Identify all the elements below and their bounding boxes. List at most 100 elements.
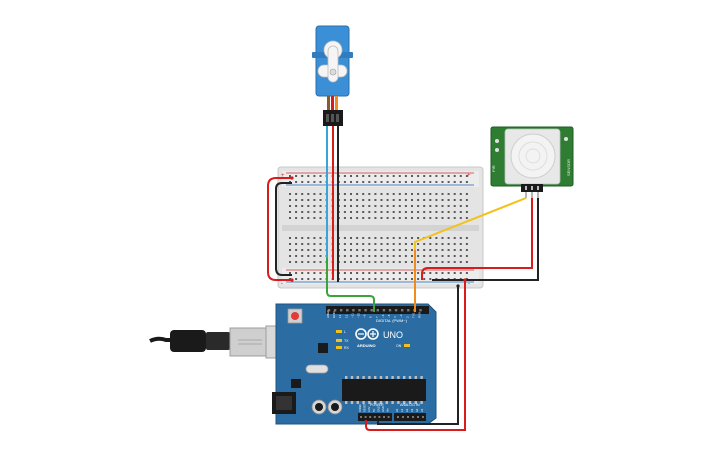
breadboard-hole <box>429 211 432 213</box>
breadboard-hole <box>392 249 395 251</box>
breadboard-hole <box>301 255 304 257</box>
breadboard-hole <box>447 249 450 251</box>
breadboard-hole <box>404 243 407 245</box>
rail-hole <box>392 272 395 274</box>
pir-dome <box>510 133 556 179</box>
rail-hole <box>319 181 322 183</box>
chip-leg <box>362 401 365 404</box>
chip-leg <box>374 376 377 379</box>
breadboard-hole <box>374 261 377 263</box>
wire-pir-gnd-black <box>432 198 539 281</box>
rail-hole <box>417 272 420 274</box>
breadboard-hole <box>350 261 352 263</box>
breadboard-hole <box>398 211 401 213</box>
breadboard-hole <box>447 237 450 239</box>
breadboard-hole <box>423 249 426 251</box>
chip-leg <box>414 401 417 404</box>
breadboard-hole <box>435 255 438 257</box>
chip-leg <box>345 401 348 404</box>
breadboard-hole <box>356 237 359 239</box>
breadboard-hole <box>362 237 365 239</box>
rail-hole <box>423 175 426 177</box>
breadboard-hole <box>423 255 426 257</box>
analog-pin-label: A2 <box>405 408 409 412</box>
breadboard-hole <box>435 217 438 219</box>
breadboard-hole <box>356 217 359 219</box>
breadboard-hole <box>362 199 365 201</box>
breadboard-hole <box>441 193 444 195</box>
breadboard-hole <box>447 205 450 207</box>
power-pin <box>360 416 362 418</box>
power-pin-label: Vin <box>386 408 390 412</box>
breadboard-hole <box>350 243 352 245</box>
breadboard-hole <box>343 261 346 263</box>
breadboard-hole <box>447 199 450 201</box>
breadboard-hole <box>453 217 456 219</box>
digital-pin-label: 13 <box>338 314 342 318</box>
rail-hole <box>398 175 401 177</box>
breadboard-hole <box>307 243 310 245</box>
digital-pin <box>394 309 398 312</box>
breadboard-hole <box>295 237 298 239</box>
usb-plug-body <box>170 330 206 352</box>
breadboard-hole <box>289 237 291 239</box>
rail-hole <box>465 181 468 183</box>
breadboard-hole <box>392 193 395 195</box>
breadboard-hole <box>459 205 462 207</box>
breadboard-hole <box>350 211 352 213</box>
pir-sensor: PIR SENSOR <box>490 126 574 198</box>
breadboard-hole <box>417 243 420 245</box>
breadboard-hole <box>295 217 298 219</box>
led-tx-label: TX <box>344 339 349 343</box>
breadboard-hole <box>398 261 401 263</box>
breadboard-hole <box>423 243 426 245</box>
digital-header-label: DIGITAL (PWM~) <box>376 318 408 323</box>
rail-hole <box>313 181 316 183</box>
breadboard-hole <box>386 217 389 219</box>
breadboard-hole <box>380 255 383 257</box>
breadboard-hole <box>411 205 413 207</box>
rail-hole <box>417 175 420 177</box>
power-pin-label: IOREF <box>358 404 362 412</box>
rail-hole <box>435 181 438 183</box>
breadboard-hole <box>307 193 310 195</box>
breadboard-hole <box>429 243 432 245</box>
breadboard-hole <box>441 261 444 263</box>
breadboard-hole <box>423 199 426 201</box>
breadboard-hole <box>368 255 371 257</box>
rail-hole <box>295 181 298 183</box>
rail-hole <box>313 272 316 274</box>
breadboard-hole <box>350 237 352 239</box>
breadboard-hole <box>435 211 438 213</box>
breadboard-hole <box>441 237 444 239</box>
rail-hole <box>404 181 407 183</box>
breadboard-hole <box>307 199 310 201</box>
breadboard-hole <box>319 199 322 201</box>
breadboard-hole <box>307 205 310 207</box>
breadboard-hole <box>465 237 468 239</box>
chip-leg <box>356 376 359 379</box>
rail-hole <box>447 175 450 177</box>
chip-leg <box>368 401 371 404</box>
breadboard-hole <box>380 249 383 251</box>
rail-hole <box>404 278 407 280</box>
pir-side-label-left: PIR <box>491 165 496 172</box>
breadboard-hole <box>423 217 426 219</box>
rail-hole <box>368 278 371 280</box>
breadboard-hole <box>319 261 322 263</box>
chip-leg <box>379 401 383 404</box>
led-l-label: L <box>344 330 346 334</box>
breadboard-hole <box>404 261 407 263</box>
breadboard-hole <box>343 255 346 257</box>
breadboard-hole <box>350 205 352 207</box>
breadboard-hole <box>453 211 456 213</box>
rail-hole <box>392 175 395 177</box>
breadboard-hole <box>465 211 468 213</box>
rail-hole <box>374 278 377 280</box>
breadboard-hole <box>313 249 316 251</box>
breadboard-hole <box>350 193 352 195</box>
breadboard-hole <box>356 255 359 257</box>
breadboard-hole <box>301 205 304 207</box>
breadboard-hole <box>380 261 383 263</box>
breadboard-hole <box>289 193 291 195</box>
